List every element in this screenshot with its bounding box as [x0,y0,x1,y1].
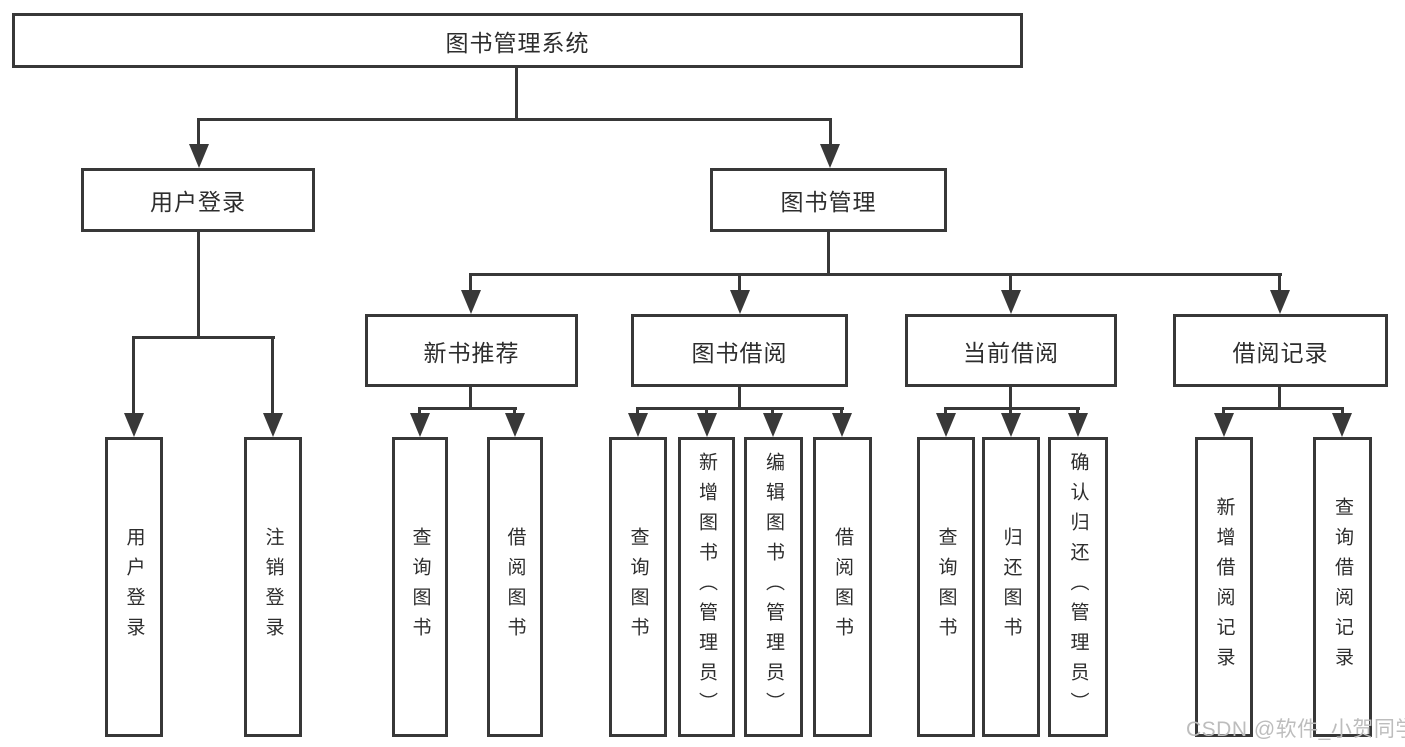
leaf-edit-book-admin: 编辑图书（管理员） [744,437,803,737]
connector-drop-leaf-logout [271,336,274,416]
leaf-add-book-admin: 新增图书（管理员） [678,437,735,737]
leaf-query-books-current: 查询图书 [917,437,975,737]
node-label: 当前借阅 [963,339,1059,366]
node-current-borrow: 当前借阅 [905,314,1117,387]
leaf-label: 借阅图书 [504,527,526,647]
arrow-down-icon [832,413,852,437]
connector-records-stem [1278,387,1281,410]
node-user-login: 用户登录 [81,168,315,232]
leaf-label: 查询图书 [409,527,431,647]
node-book-borrow: 图书借阅 [631,314,848,387]
node-new-book-recommend: 新书推荐 [365,314,578,387]
leaf-borrow-books-recommend: 借阅图书 [487,437,543,737]
leaf-query-borrow-record: 查询借阅记录 [1313,437,1372,737]
connector-drop-leaf-login [132,336,135,416]
connector-drop [636,407,639,417]
leaf-label: 确认归还（管理员） [1067,452,1089,722]
arrow-down-icon [505,413,525,437]
connector-login-stem [197,232,200,339]
leaf-label: 用户登录 [123,527,145,647]
arrow-down-icon [697,413,717,437]
connector-drop [1076,407,1079,417]
arrow-down-icon [1068,413,1088,437]
arrow-down-icon [763,413,783,437]
connector-mgmt-stem [827,232,830,276]
node-label: 图书借阅 [691,339,788,366]
connector-drop [840,407,843,417]
arrow-down-icon [628,413,648,437]
leaf-label: 借阅图书 [832,527,853,647]
connector-drop-current [1009,273,1012,293]
connector-mgmt-bus [470,273,1282,276]
arrow-down-icon [189,144,209,168]
connector-records-bus [1222,407,1344,410]
arrow-down-icon [820,144,840,168]
arrow-down-icon [124,413,144,437]
connector-drop [705,407,708,417]
connector-root-stem [515,68,518,120]
connector-drop [513,407,516,417]
arrow-down-icon [1214,413,1234,437]
leaf-add-borrow-record: 新增借阅记录 [1195,437,1253,737]
arrow-down-icon [1332,413,1352,437]
node-label: 用户登录 [150,189,246,215]
connector-drop-book-management [829,118,832,146]
leaf-return-book: 归还图书 [982,437,1040,737]
connector-login-bus [133,336,275,339]
connector-drop [1009,407,1012,417]
node-label: 图书管理系统 [445,29,590,56]
connector-current-stem [1009,387,1012,410]
arrow-down-icon [1270,290,1290,314]
leaf-borrow-books: 借阅图书 [813,437,872,737]
arrow-down-icon [730,290,750,314]
connector-drop [944,407,947,417]
leaf-label: 归还图书 [1000,527,1022,647]
leaf-label: 查询借阅记录 [1332,497,1353,677]
leaf-query-books-recommend: 查询图书 [392,437,448,737]
connector-drop-records [1278,273,1281,293]
leaf-label: 查询图书 [627,527,649,647]
connector-drop-user-login [197,118,200,146]
connector-recommend-bus [418,407,517,410]
connector-drop-borrow [738,273,741,293]
connector-borrow-stem [738,387,741,410]
leaf-confirm-return-admin: 确认归还（管理员） [1048,437,1108,737]
watermark-text: CSDN @软件_小贺同学 [1186,718,1405,741]
leaf-logout: 注销登录 [244,437,302,737]
leaf-user-login: 用户登录 [105,437,163,737]
leaf-query-books-borrow: 查询图书 [609,437,667,737]
leaf-label: 查询图书 [935,527,957,647]
leaf-label: 新增借阅记录 [1213,497,1235,677]
arrow-down-icon [410,413,430,437]
connector-borrow-bus [636,407,844,410]
connector-root-bus [197,118,832,121]
arrow-down-icon [936,413,956,437]
connector-drop-recommend [469,273,472,293]
arrow-down-icon [1001,413,1021,437]
connector-recommend-stem [469,387,472,410]
leaf-label: 注销登录 [262,527,284,647]
arrow-down-icon [263,413,283,437]
connector-drop [418,407,421,417]
node-borrow-record: 借阅记录 [1173,314,1388,387]
connector-drop [771,407,774,417]
arrow-down-icon [1001,290,1021,314]
node-library-system: 图书管理系统 [12,13,1023,68]
connector-drop [1222,407,1225,417]
node-label: 新书推荐 [423,339,520,366]
arrow-down-icon [461,290,481,314]
node-label: 图书管理 [780,189,877,215]
node-label: 借阅记录 [1232,339,1329,366]
connector-current-bus [944,407,1080,410]
leaf-label: 编辑图书（管理员） [763,452,784,722]
connector-drop [1341,407,1344,417]
leaf-label: 新增图书（管理员） [696,452,717,722]
node-book-management: 图书管理 [710,168,947,232]
